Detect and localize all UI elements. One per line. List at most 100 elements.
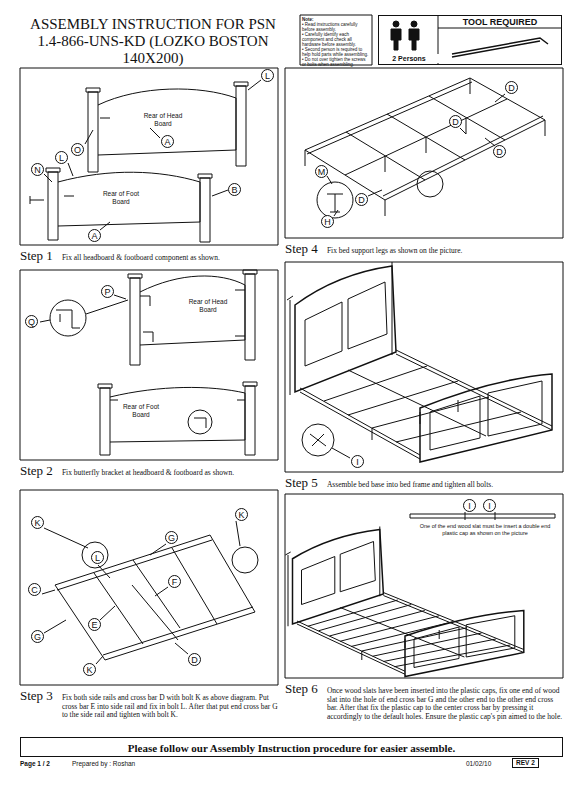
step-text: Fix bed support legs as shown on the pic… bbox=[327, 247, 563, 256]
step-number: Step 3 bbox=[20, 688, 53, 704]
footer-text: Page 1 / 2 bbox=[20, 760, 50, 768]
step-caption: Step 1 Fix all headboard & footboard comp… bbox=[20, 248, 278, 264]
callout-letter: I bbox=[351, 455, 364, 468]
step-caption: Step 4 Fix bed support legs as shown on t… bbox=[285, 241, 563, 257]
tool-box: TOOL REQUIRED 2 Persons bbox=[378, 15, 562, 65]
callout-letter: G bbox=[31, 630, 44, 643]
callout-text: E bbox=[91, 620, 97, 630]
callout-letter: D bbox=[505, 81, 518, 94]
callout-text: P bbox=[104, 287, 110, 297]
callout-letter: L bbox=[261, 69, 274, 82]
callout-text: D bbox=[496, 147, 503, 157]
callout-letter: O bbox=[71, 143, 84, 156]
callout-letter: D bbox=[355, 193, 368, 206]
callout-text: L bbox=[59, 153, 64, 163]
callout-letter: B bbox=[228, 183, 241, 196]
note-line: • Second person is required to help hold… bbox=[302, 47, 370, 57]
callout-letter: P bbox=[101, 285, 114, 298]
step-text: Assemble bed base into bed frame and tig… bbox=[327, 481, 563, 490]
part-label: Rear of Head Board bbox=[185, 298, 231, 314]
callout-text: A bbox=[164, 137, 170, 147]
callout-text: C bbox=[31, 585, 38, 595]
callout-text: H bbox=[324, 217, 331, 227]
callout-text: I bbox=[488, 501, 491, 511]
step-text: Fix both side rails and cross bar D with… bbox=[62, 694, 278, 720]
callout-letter: M bbox=[315, 165, 328, 178]
callout-letter: G bbox=[165, 531, 178, 544]
step-number: Step 6 bbox=[285, 681, 318, 697]
callout-letter: I bbox=[463, 499, 476, 512]
callout-letter: E bbox=[88, 618, 101, 631]
callout-text: L bbox=[265, 71, 270, 81]
footer-text: Prepared by : Roshan bbox=[72, 760, 135, 768]
callout-text: I bbox=[468, 501, 471, 511]
callout-text: K bbox=[34, 518, 40, 528]
callout-letter: A bbox=[88, 229, 101, 242]
step-caption: Step 3 Fix both side rails and cross bar … bbox=[20, 688, 278, 720]
callout-letter: D bbox=[493, 145, 506, 158]
band-text: Please follow our Assembly Instruction p… bbox=[128, 742, 455, 754]
note-line: Note: bbox=[302, 17, 370, 22]
callout-text: A bbox=[91, 231, 97, 241]
callout-text: L bbox=[95, 553, 100, 563]
step-panel: Step 1Fix all headboard & footboard comp… bbox=[20, 68, 278, 245]
note-line: • Carefully identify each component and … bbox=[302, 32, 370, 47]
note-box: Note:• Read instructions carefully befor… bbox=[300, 15, 372, 69]
step-number: Step 1 bbox=[20, 248, 53, 264]
callout-letter: I bbox=[483, 499, 496, 512]
step-caption: Step 6 Once wood slats have been inserted… bbox=[285, 681, 563, 721]
slat-note: One of the end wood slat must be insert … bbox=[412, 523, 558, 537]
step-panel: Step 5Assemble bed base into bed frame a… bbox=[285, 262, 563, 472]
callout-text: G bbox=[168, 533, 175, 543]
callout-text: D bbox=[452, 117, 459, 127]
callout-text: O bbox=[74, 145, 81, 155]
part-label: Rear of Foot Board bbox=[118, 403, 164, 419]
footer-text: 01/02/10 bbox=[466, 760, 491, 768]
footer-text: REV 2 bbox=[512, 758, 539, 768]
step-text: Once wood slats have been inserted into … bbox=[327, 687, 563, 721]
step-text: Fix butterfly bracket at headboard & foo… bbox=[62, 469, 278, 478]
callout-letter: N bbox=[31, 163, 44, 176]
step-text: Fix all headboard & footboard component … bbox=[62, 254, 278, 263]
title: ASSEMBLY INSTRUCTION FOR PSN 1.4-866-UNS… bbox=[24, 16, 282, 67]
callout-letter: H bbox=[321, 215, 334, 228]
callout-text: D bbox=[358, 195, 365, 205]
callout-letter: K bbox=[83, 663, 96, 676]
step-panel: Step 6Once wood slats have been inserted… bbox=[285, 494, 563, 678]
callout-letter: D bbox=[449, 115, 462, 128]
step-number: Step 5 bbox=[285, 475, 318, 491]
callout-letter: Q bbox=[25, 315, 38, 328]
callout-letter: L bbox=[91, 551, 104, 564]
callout-text: I bbox=[356, 457, 359, 467]
callout-letter: K bbox=[235, 508, 248, 521]
step-number: Step 4 bbox=[285, 241, 318, 257]
note-line: • Read instructions carefully before ass… bbox=[302, 22, 370, 32]
step-panel: Step 3Fix both side rails and cross bar … bbox=[20, 490, 278, 685]
callout-text: B bbox=[231, 185, 237, 195]
callout-letter: C bbox=[28, 583, 41, 596]
callout-letter: K bbox=[31, 516, 44, 529]
part-label: Rear of Foot Board bbox=[98, 190, 144, 206]
callout-text: K bbox=[238, 510, 244, 520]
callout-text: D bbox=[191, 655, 198, 665]
callout-text: G bbox=[34, 632, 41, 642]
step-panel: Step 4Fix bed support legs as shown on t… bbox=[285, 68, 563, 238]
note-band: Please follow our Assembly Instruction p… bbox=[20, 737, 563, 757]
callout-letter: D bbox=[188, 653, 201, 666]
part-label: Rear of Head Board bbox=[140, 112, 186, 128]
callout-letter: A bbox=[161, 135, 174, 148]
callout-text: K bbox=[86, 665, 92, 675]
persons-label: 2 Persons bbox=[379, 54, 439, 63]
note-line: • Do not over tighten the screws or bolt… bbox=[302, 57, 370, 67]
callout-text: Q bbox=[28, 317, 35, 327]
callout-text: N bbox=[34, 165, 41, 175]
step-caption: Step 5 Assemble bed base into bed frame a… bbox=[285, 475, 563, 491]
step-caption: Step 2 Fix butterfly bracket at headboard… bbox=[20, 463, 278, 479]
callout-text: M bbox=[318, 167, 326, 177]
callout-letter: L bbox=[55, 151, 68, 164]
tool-heading: TOOL REQUIRED bbox=[439, 17, 561, 28]
step-panel: Step 2Fix butterfly bracket at headboard… bbox=[20, 270, 278, 460]
step-number: Step 2 bbox=[20, 463, 53, 479]
